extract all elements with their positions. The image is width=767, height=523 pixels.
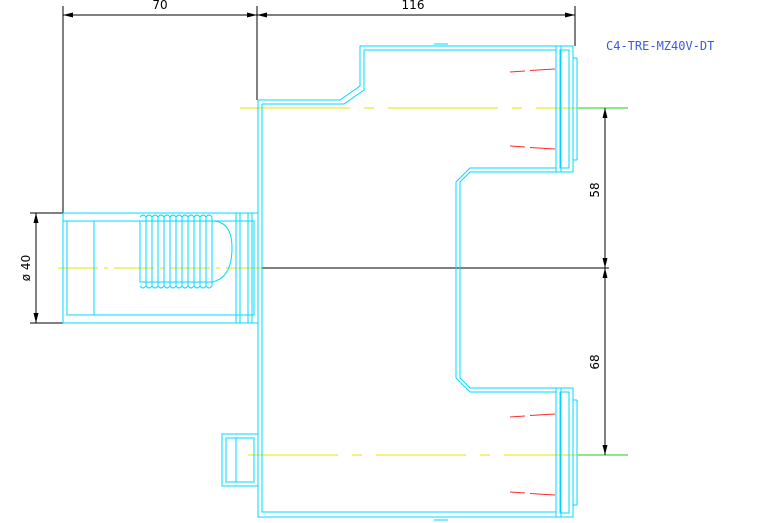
hidden-line-3b <box>529 413 556 416</box>
hidden-line-1b <box>529 68 556 71</box>
arrow-70-left <box>63 12 73 18</box>
body-inner-contour <box>261 49 557 513</box>
tool-holder-body <box>221 43 578 521</box>
diameter-dimension-group: ø 40 <box>19 212 70 324</box>
arrow-58-top <box>602 108 608 118</box>
hidden-line-1 <box>509 70 526 73</box>
dim-label-68: 68 <box>588 354 602 369</box>
hidden-line-3 <box>509 415 526 418</box>
lower-head-inner <box>559 391 570 514</box>
thread-bottom-wave <box>139 285 213 289</box>
arrow-58-bottom <box>602 258 608 268</box>
thread-top-wave <box>139 214 213 218</box>
top-dimension-group: 70 116 <box>62 0 576 214</box>
shank <box>62 212 259 324</box>
hidden-line-2 <box>509 145 526 148</box>
right-dimension-group: 58 68 <box>576 107 628 456</box>
body-outer-contour <box>257 45 562 518</box>
thread-ridges <box>145 217 213 286</box>
arrow-116-right <box>565 12 575 18</box>
dim-label-70: 70 <box>152 0 167 12</box>
dim-label-58: 58 <box>588 182 602 197</box>
hidden-line-4b <box>529 493 556 496</box>
hidden-line-2b <box>529 147 556 150</box>
arrow-70-right <box>247 12 257 18</box>
lower-head-outer <box>555 387 574 518</box>
arrow-dia-bottom <box>33 313 39 323</box>
arrow-116-left <box>257 12 267 18</box>
shank-outer <box>62 212 259 324</box>
dim-label-diameter: ø 40 <box>19 255 33 281</box>
upper-head-outer <box>555 45 574 173</box>
arrow-68-bottom <box>602 445 608 455</box>
arrow-68-top <box>602 268 608 278</box>
centerlines <box>58 107 609 456</box>
lower-left-block-inner <box>225 437 255 483</box>
arrow-dia-top <box>33 213 39 223</box>
hidden-line-4 <box>509 491 526 494</box>
dim-label-116: 116 <box>402 0 425 12</box>
hidden-lines <box>509 68 556 496</box>
upper-head-inner <box>559 49 570 169</box>
thread-envelope <box>139 220 233 283</box>
lower-left-block <box>221 433 259 487</box>
part-code-label: C4-TRE-MZ40V-DT <box>606 39 714 53</box>
